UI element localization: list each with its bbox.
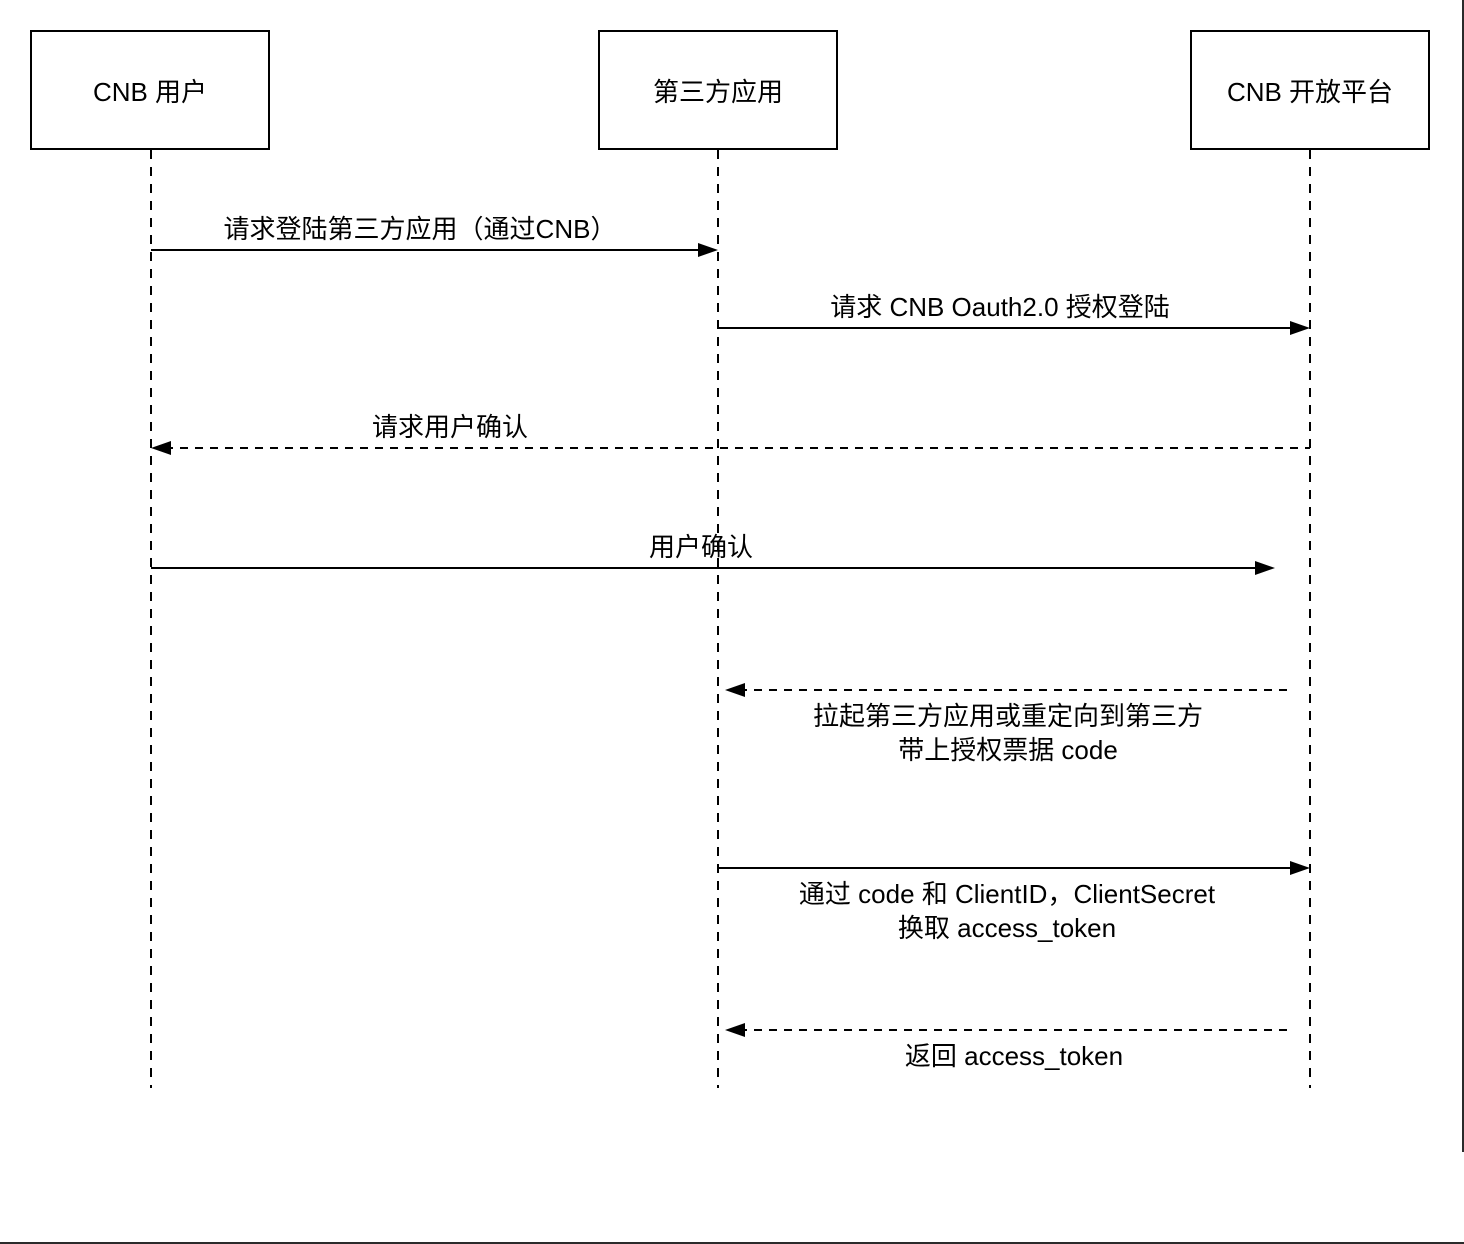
message-label-4: 用户确认 [648,532,753,562]
message-line-3 [165,447,1310,449]
message-label-5-line-1: 拉起第三方应用或重定向到第三方 [812,701,1203,731]
arrowhead-left-icon [725,683,745,697]
actor-box-cnb-user: CNB 用户 [30,30,270,150]
message-label-5-line-2: 带上授权票据 code [898,735,1118,765]
message-line-4 [151,567,1261,569]
arrowhead-right-icon [1290,861,1310,875]
actor-label-cnb-open-platform: CNB 开放平台 [1226,76,1394,107]
actor-box-cnb-open-platform: CNB 开放平台 [1190,30,1430,150]
window-right-edge [1462,0,1464,1152]
message-label-5: 拉起第三方应用或重定向到第三方 带上授权票据 code [708,699,1308,767]
message-line-2 [718,327,1296,329]
message-line-1 [151,249,704,251]
message-line-7 [739,1029,1287,1031]
arrowhead-left-icon [151,441,171,455]
arrowhead-right-icon [1255,561,1275,575]
message-label-7: 返回 access_token [904,1041,1124,1071]
arrowhead-left-icon [725,1023,745,1037]
lifeline-cnb-user [150,150,152,1088]
lifeline-cnb-open-platform [1309,150,1311,1088]
window-bottom-edge [0,1242,1464,1244]
actor-label-cnb-user: CNB 用户 [92,76,208,107]
message-line-6 [718,867,1296,869]
message-label-2: 请求 CNB Oauth2.0 授权登陆 [830,292,1170,322]
message-line-5 [739,689,1287,691]
message-label-6-line-2: 换取 access_token [897,913,1117,943]
message-label-3: 请求用户确认 [371,412,528,442]
message-label-6-line-1: 通过 code 和 ClientID，ClientSecret [798,879,1216,909]
arrowhead-right-icon [1290,321,1310,335]
message-label-6: 通过 code 和 ClientID，ClientSecret 换取 acces… [707,877,1307,945]
message-label-1: 请求登陆第三方应用（通过CNB） [223,214,617,244]
actor-label-third-party-app: 第三方应用 [652,76,783,107]
lifeline-third-party-app [717,150,719,1088]
arrowhead-right-icon [698,243,718,257]
actor-box-third-party-app: 第三方应用 [598,30,838,150]
